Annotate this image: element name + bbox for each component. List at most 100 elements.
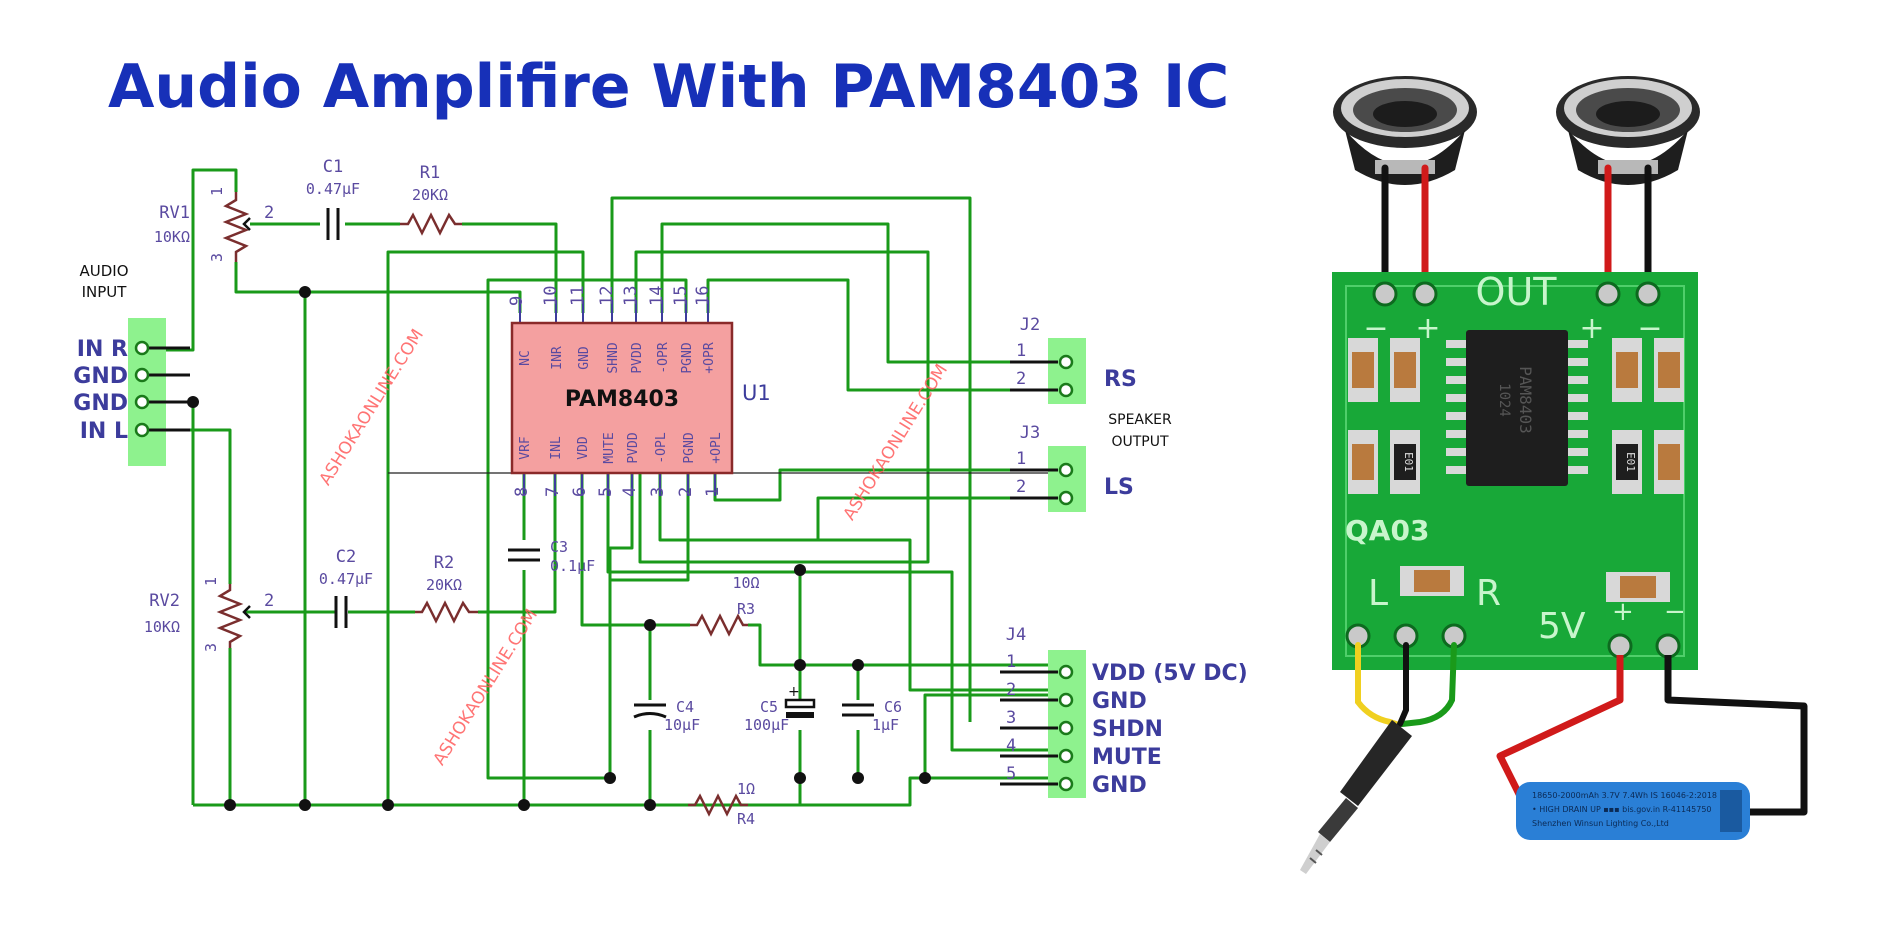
svg-text:8: 8	[512, 487, 532, 497]
svg-text:1: 1	[703, 487, 723, 497]
junction-dot	[604, 772, 616, 784]
svg-text:11: 11	[568, 286, 588, 306]
wire-rv1-bottom	[234, 262, 522, 313]
svg-text:1024: 1024	[1496, 383, 1512, 417]
svg-text:10KΩ: 10KΩ	[154, 228, 190, 246]
input-pin-label: GND	[73, 364, 128, 389]
wire-r3-out	[748, 623, 1050, 667]
svg-text:C5: C5	[760, 698, 778, 716]
pin-circle	[134, 422, 150, 438]
input-pin-label: GND	[73, 391, 128, 416]
wire-inr-to-rv1	[155, 168, 238, 352]
svg-text:2: 2	[1016, 477, 1026, 497]
svg-text:R1: R1	[420, 163, 440, 183]
svg-text:R3: R3	[737, 600, 755, 618]
junction-dot	[299, 286, 311, 298]
svg-text:0.47µF: 0.47µF	[319, 570, 373, 588]
svg-text:-OPL: -OPL	[654, 432, 669, 463]
j4-pin-label: SHDN	[1092, 717, 1163, 742]
ic-body	[510, 321, 734, 475]
pin-circle	[1058, 776, 1074, 792]
svg-text:3: 3	[202, 643, 220, 652]
svg-text:R: R	[1476, 573, 1501, 614]
battery-wires	[1496, 655, 1808, 816]
resistor-r4: 1Ω R4	[688, 780, 755, 828]
pin-circle	[1058, 354, 1074, 370]
svg-text:J3: J3	[1020, 423, 1040, 443]
svg-text:RV2: RV2	[149, 591, 180, 611]
junction-dot	[852, 772, 864, 784]
svg-text:2: 2	[264, 591, 274, 611]
svg-text:5: 5	[596, 487, 616, 497]
svg-text:10Ω: 10Ω	[732, 574, 759, 592]
ic-ref: U1	[742, 381, 771, 405]
svg-text:3: 3	[1006, 708, 1016, 728]
audio-jack-icon	[1300, 720, 1412, 874]
wire-pvdd4	[608, 468, 634, 778]
junction-dot	[644, 619, 656, 631]
watermark: ASHOKAONLINE.COM	[840, 361, 952, 524]
svg-text:Shenzhen Winsun Lighting Co.,L: Shenzhen Winsun Lighting Co.,Ltd	[1532, 819, 1669, 828]
svg-text:C2: C2	[336, 547, 356, 567]
svg-text:E01: E01	[1624, 452, 1637, 472]
svg-text:+OPL: +OPL	[709, 432, 724, 463]
junction-dot	[644, 799, 656, 811]
battery-icon: 18650-2000mAh 3.7V 7.4Wh IS 16046-2:2018…	[1516, 782, 1750, 840]
junction-dot	[794, 564, 806, 576]
capacitor-c3: C3 0.1µF	[508, 538, 595, 575]
resistor-r2: R2 20KΩ	[415, 553, 478, 624]
svg-text:PGND: PGND	[680, 342, 695, 373]
input-pin-label: IN L	[80, 419, 128, 444]
smd-capacitors: E01 E01	[1348, 338, 1684, 602]
svg-text:3: 3	[648, 487, 668, 497]
svg-text:1: 1	[202, 577, 220, 586]
svg-text:12: 12	[597, 286, 617, 306]
ic-name: PAM8403	[565, 387, 679, 412]
watermark: ASHOKAONLINE.COM	[316, 326, 428, 489]
svg-text:R2: R2	[434, 553, 454, 573]
svg-text:5: 5	[1006, 764, 1016, 784]
svg-text:MUTE: MUTE	[602, 432, 617, 463]
svg-text:L: L	[1368, 573, 1388, 614]
connector-j4: J4 1 2 3 4 5 VDD (5V DC) GND SHDN MUTE G…	[1000, 625, 1248, 798]
svg-text:6: 6	[570, 487, 590, 497]
pin-circle	[1058, 490, 1074, 506]
speaker-right-icon	[1556, 76, 1700, 185]
pin-circle	[1058, 462, 1074, 478]
pin-circle	[1058, 748, 1074, 764]
svg-text:4: 4	[620, 487, 640, 497]
svg-text:VRF: VRF	[518, 436, 533, 460]
svg-text:9: 9	[507, 296, 527, 306]
svg-text:E01: E01	[1402, 452, 1415, 472]
svg-text:3: 3	[208, 253, 226, 262]
rs-label: RS	[1104, 367, 1137, 392]
pin-circle	[134, 340, 150, 356]
wire-ls2	[816, 496, 1050, 540]
capacitor-c6: C6 1µF	[842, 698, 902, 734]
svg-text:1: 1	[1016, 449, 1026, 469]
wire-opl-neg	[658, 468, 1050, 692]
wire-j4-2	[923, 693, 1050, 778]
junction-dot	[187, 396, 199, 408]
svg-text:14: 14	[647, 286, 667, 306]
pcb-module: OUT − + + − PAM8403 1024	[1332, 270, 1698, 670]
svg-text:5V: 5V	[1538, 606, 1586, 647]
junction-dot	[919, 772, 931, 784]
svg-text:7: 7	[543, 487, 563, 497]
ic-pam8403: PAM8403 U1 9 10 11 12 13 14 15 16 NC INR…	[507, 286, 771, 497]
junctions	[187, 286, 931, 811]
audio-input-label: INPUT	[82, 283, 128, 301]
ls-label: LS	[1104, 475, 1134, 500]
svg-text:10KΩ: 10KΩ	[144, 618, 180, 636]
svg-text:J4: J4	[1006, 625, 1026, 645]
capacitor-c4: C4 10µF	[633, 698, 700, 734]
svg-text:2: 2	[676, 487, 696, 497]
svg-text:-OPR: -OPR	[656, 342, 671, 373]
svg-text:C3: C3	[550, 538, 568, 556]
connector-j2: J2 1 2 RS	[1010, 315, 1137, 404]
svg-text:C4: C4	[676, 698, 694, 716]
junction-dot	[518, 799, 530, 811]
svg-text:10µF: 10µF	[664, 716, 700, 734]
svg-text:2: 2	[1016, 369, 1026, 389]
